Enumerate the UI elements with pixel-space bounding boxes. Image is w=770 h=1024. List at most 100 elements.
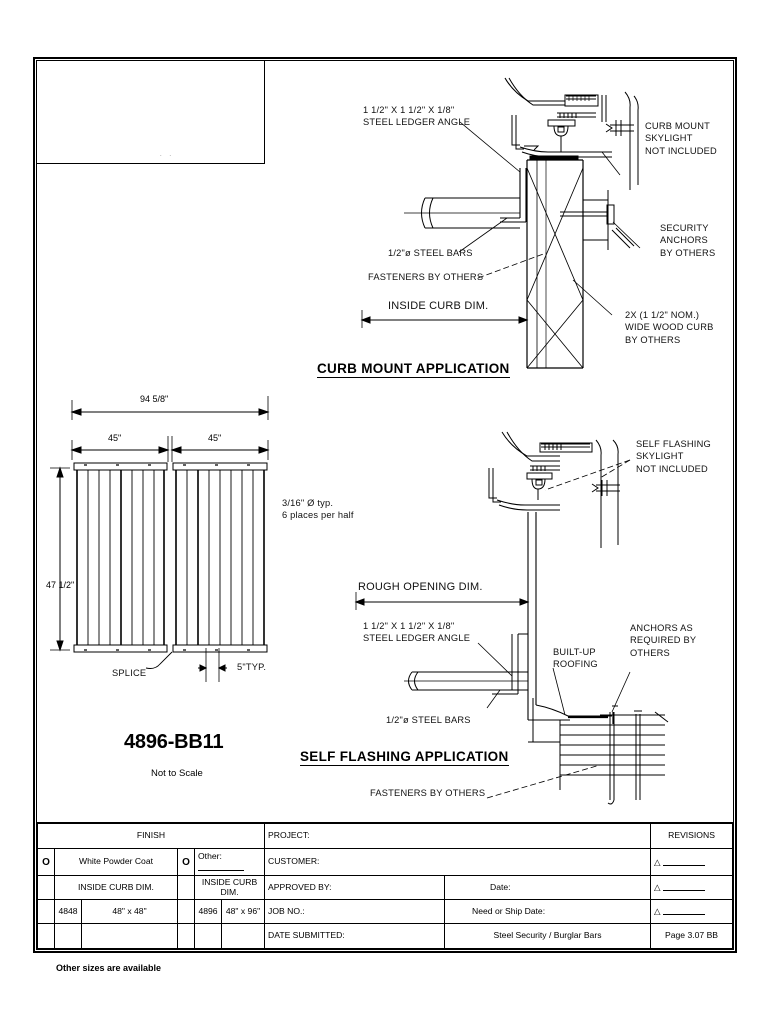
need-or-ship-date-cell[interactable]: Need or Ship Date: bbox=[444, 899, 652, 924]
revision-triangle-icon-2: △ bbox=[654, 882, 661, 893]
curb-mount-application-title: CURB MOUNT APPLICATION bbox=[317, 361, 510, 378]
selfflash-anchors-note: ANCHORS AS REQUIRED BY OTHERS bbox=[630, 622, 696, 659]
inside-curb-dim-right-label: INSIDE CURB DIM. bbox=[201, 877, 258, 897]
size-value-right-1: 48" x 96" bbox=[220, 899, 266, 924]
sheet-border-outer bbox=[33, 57, 737, 953]
self-flashing-application-title: SELF FLASHING APPLICATION bbox=[300, 749, 509, 766]
hole-note: 3/16" Ø typ. 6 places per half bbox=[282, 497, 354, 522]
revision-row-2[interactable]: △ bbox=[650, 875, 734, 901]
finish-other-label: Other: bbox=[198, 851, 222, 862]
size-code-right-2 bbox=[194, 922, 222, 950]
overall-width-dim: 94 5/8" bbox=[140, 394, 169, 404]
customer-cell[interactable]: CUSTOMER: bbox=[264, 847, 652, 877]
job-no-cell[interactable]: JOB NO.: bbox=[264, 899, 446, 924]
curb-skylight-line1: CURB MOUNT bbox=[645, 121, 711, 131]
spacer-cell-left bbox=[37, 875, 55, 901]
need-or-ship-label: Need or Ship Date: bbox=[472, 905, 546, 916]
size-row-1-spacer-2 bbox=[177, 899, 195, 924]
built-up-line1: BUILT-UP bbox=[553, 647, 596, 657]
date-cell[interactable]: Date: bbox=[444, 875, 652, 901]
finish-header-label: FINISH bbox=[136, 830, 166, 841]
revision-triangle-icon-1: △ bbox=[654, 856, 661, 867]
spacer-cell-right bbox=[177, 875, 195, 901]
selfflash-ledger-line1: 1 1/2" X 1 1/2" X 1/8" bbox=[363, 621, 455, 631]
size-code-left-1: 4848 bbox=[54, 899, 82, 924]
logo-placeholder-dots: . . bbox=[160, 152, 175, 158]
logo-box bbox=[36, 60, 265, 164]
curb-anchors-line2: ANCHORS bbox=[660, 235, 708, 246]
curb-skylight-line2: SKYLIGHT bbox=[645, 133, 693, 144]
selfflash-skylight-note: SELF FLASHING SKYLIGHT NOT INCLUDED bbox=[636, 438, 711, 475]
customer-label: CUSTOMER: bbox=[268, 856, 320, 867]
right-half-dim: 45" bbox=[208, 433, 222, 443]
finish-other-cell[interactable]: Other: bbox=[193, 847, 266, 877]
selfflash-skylight-line2: SKYLIGHT bbox=[636, 451, 684, 462]
curb-security-anchors-note: SECURITY ANCHORS BY OTHERS bbox=[660, 222, 715, 259]
typ-spacing-label: 5"TYP. bbox=[237, 662, 267, 672]
approved-by-cell[interactable]: APPROVED BY: bbox=[264, 875, 446, 901]
sheet-border-inner bbox=[36, 60, 734, 950]
selfflash-anchors-line1: ANCHORS AS bbox=[630, 623, 693, 633]
radio-bubble-icon-2: O bbox=[182, 856, 190, 868]
product-name-cell: Steel Security / Burglar Bars bbox=[444, 922, 652, 950]
curb-anchors-line3: BY OTHERS bbox=[660, 247, 716, 258]
size-row-1-spacer bbox=[37, 899, 55, 924]
revision-line-2[interactable] bbox=[662, 882, 705, 892]
product-name-label: Steel Security / Burglar Bars bbox=[493, 930, 602, 941]
selfflash-ledger-line2: STEEL LEDGER ANGLE bbox=[363, 633, 471, 644]
curb-ledger-angle-note: 1 1/2" X 1 1/2" X 1/8" STEEL LEDGER ANGL… bbox=[363, 104, 470, 129]
built-up-roofing-note: BUILT-UP ROOFING bbox=[553, 646, 598, 671]
built-up-line2: ROOFING bbox=[553, 659, 598, 670]
date-submitted-cell[interactable]: DATE SUBMITTED: bbox=[264, 922, 446, 950]
size-value-left-2 bbox=[81, 922, 178, 950]
selfflash-skylight-line3: NOT INCLUDED bbox=[636, 463, 708, 474]
curb-skylight-line3: NOT INCLUDED bbox=[645, 145, 717, 156]
selfflash-anchors-line2: REQUIRED BY bbox=[630, 635, 697, 646]
inside-curb-dim-left-label: INSIDE CURB DIM. bbox=[78, 881, 154, 892]
revisions-header-cell: REVISIONS bbox=[650, 823, 734, 849]
date-label: Date: bbox=[490, 881, 511, 892]
revisions-header-label: REVISIONS bbox=[668, 830, 715, 841]
size-code-right-1: 4896 bbox=[194, 899, 222, 924]
hole-note-line1: 3/16" Ø typ. bbox=[282, 498, 334, 508]
selfflash-ledger-angle-note: 1 1/2" X 1 1/2" X 1/8" STEEL LEDGER ANGL… bbox=[363, 620, 470, 645]
left-half-dim: 45" bbox=[108, 433, 122, 443]
date-submitted-label: DATE SUBMITTED: bbox=[268, 930, 345, 941]
selfflash-fasteners-note: FASTENERS BY OTHERS bbox=[370, 788, 486, 798]
curb-ledger-angle-line2: STEEL LEDGER ANGLE bbox=[363, 117, 471, 128]
revision-line-1[interactable] bbox=[662, 857, 705, 866]
hole-note-line2: 6 places per half bbox=[282, 510, 354, 521]
size-row-2-spacer-2 bbox=[177, 922, 195, 950]
approved-by-label: APPROVED BY: bbox=[268, 881, 332, 892]
finish-white-powder-coat-cell[interactable]: White Powder Coat bbox=[54, 847, 178, 877]
revision-triangle-icon-3: △ bbox=[654, 906, 661, 917]
splice-label: SPLICE bbox=[112, 668, 147, 678]
title-block: FINISH PROJECT: REVISIONS O White Po bbox=[36, 822, 734, 950]
height-dim: 47 1/2" bbox=[46, 580, 75, 590]
rough-opening-dim-label: ROUGH OPENING DIM. bbox=[358, 581, 483, 593]
curb-fasteners-note: FASTENERS BY OTHERS bbox=[368, 272, 484, 282]
scale-note: Not to Scale bbox=[151, 768, 203, 779]
size-code-left-2 bbox=[54, 922, 82, 950]
size-value-right-2 bbox=[220, 922, 266, 950]
curb-anchors-line1: SECURITY bbox=[660, 223, 709, 233]
finish-radio-white[interactable]: O bbox=[37, 847, 55, 877]
project-cell[interactable]: PROJECT: bbox=[264, 823, 652, 849]
curb-wood-line3: BY OTHERS bbox=[625, 334, 681, 345]
curb-wood-line2: WIDE WOOD CURB bbox=[625, 322, 714, 333]
page-number-label: Page 3.07 BB bbox=[665, 930, 719, 941]
revision-line-3[interactable] bbox=[662, 906, 705, 916]
finish-radio-other[interactable]: O bbox=[177, 847, 195, 877]
inside-curb-dim-header-right: INSIDE CURB DIM. bbox=[193, 875, 266, 901]
part-number: 4896-BB11 bbox=[124, 731, 224, 753]
size-row-2-spacer bbox=[37, 922, 55, 950]
curb-skylight-note: CURB MOUNT SKYLIGHT NOT INCLUDED bbox=[645, 120, 717, 157]
revision-row-1[interactable]: △ bbox=[650, 847, 734, 877]
revision-row-3[interactable]: △ bbox=[650, 899, 734, 924]
inside-curb-dim-label: INSIDE CURB DIM. bbox=[388, 300, 489, 312]
size-value-left-1: 48" x 48" bbox=[81, 899, 178, 924]
job-no-label: JOB NO.: bbox=[268, 905, 305, 916]
finish-other-input-line[interactable] bbox=[198, 862, 244, 871]
project-label: PROJECT: bbox=[268, 830, 310, 841]
